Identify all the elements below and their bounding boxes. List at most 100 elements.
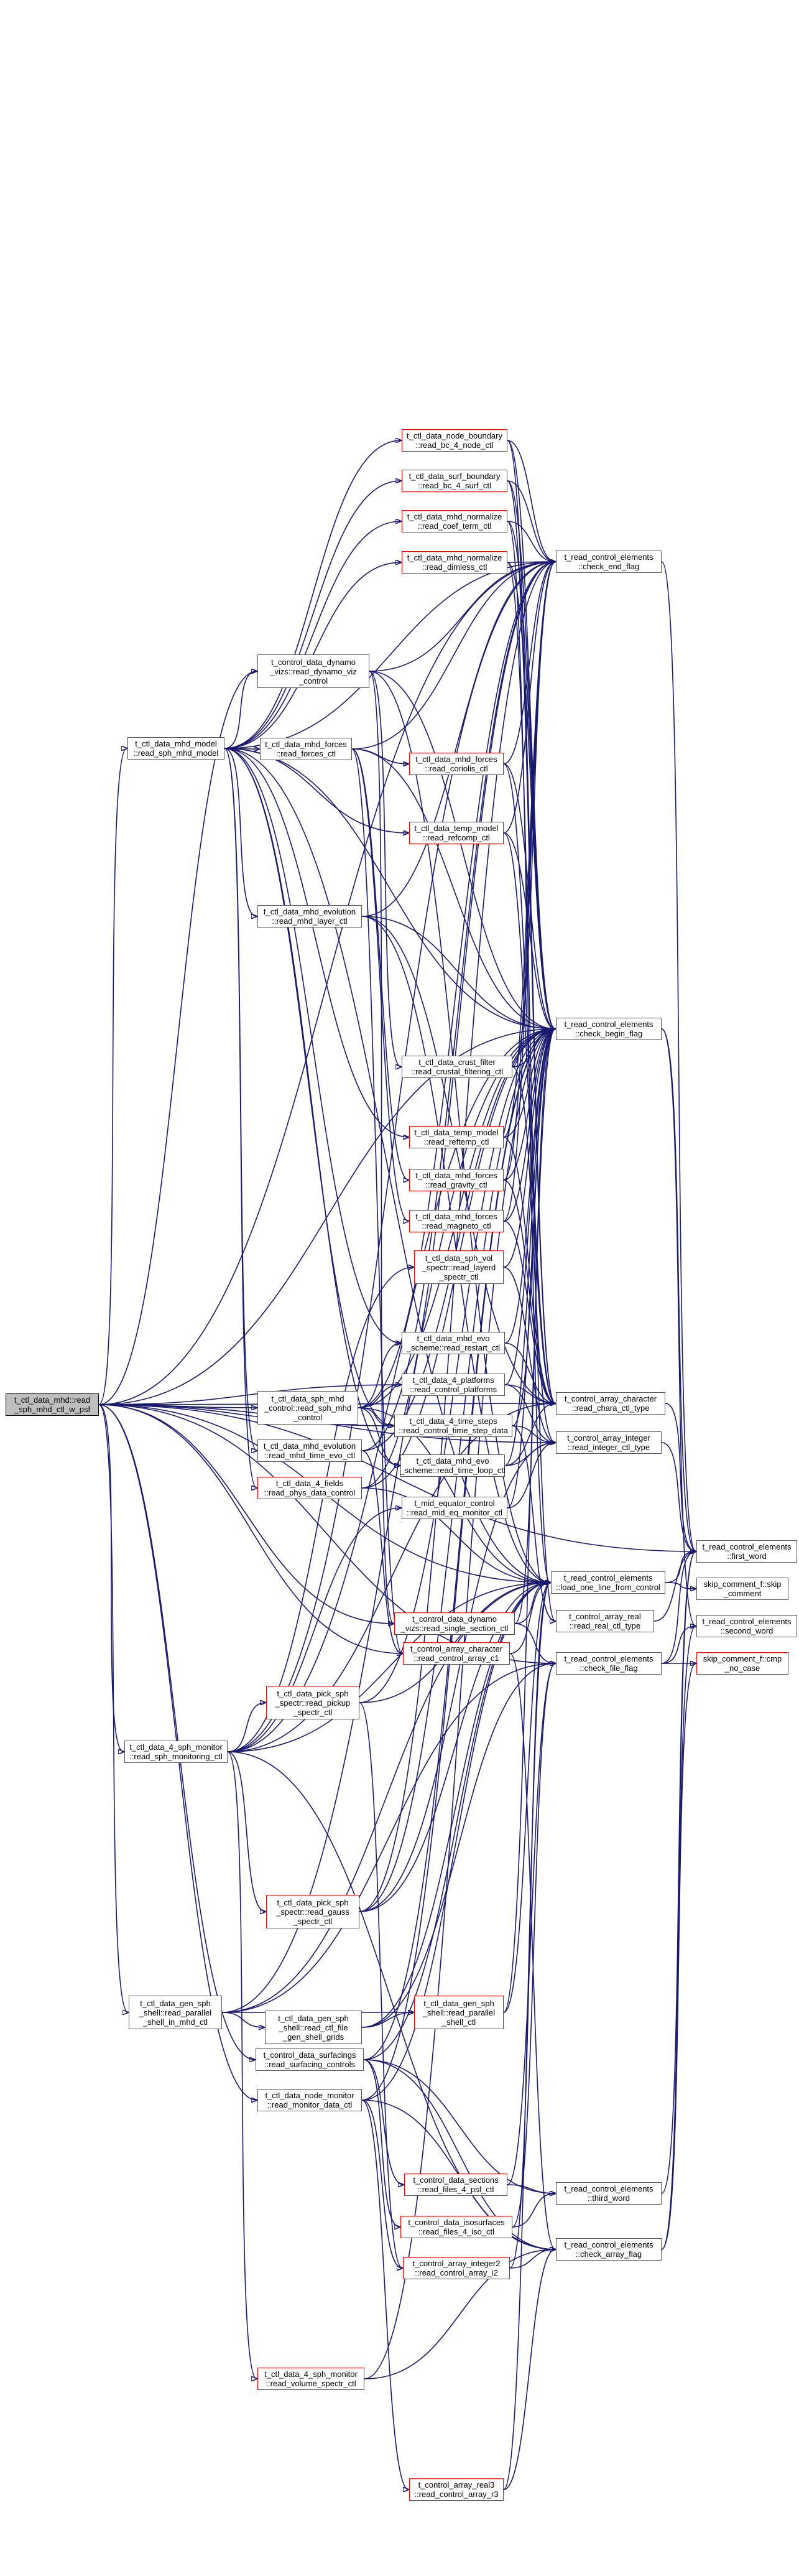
- node-integer-ctl[interactable]: t_control_array_integer::read_integer_ct…: [556, 1431, 662, 1454]
- node-third-word[interactable]: t_read_control_elements::third_word: [556, 2182, 662, 2205]
- node-label-line: t_ctl_data_mhd_forces: [415, 1212, 497, 1221]
- edge-platforms-to-integer-ctl: [504, 1384, 555, 1443]
- node-bc-4-surf[interactable]: t_ctl_data_surf_boundary::read_bc_4_surf…: [402, 470, 507, 492]
- node-label-line: t_ctl_data_mhd_normalize: [407, 553, 502, 562]
- node-skip-comment[interactable]: skip_comment_f::skip_comment: [696, 1578, 788, 1600]
- node-label-line: ::load_one_line_from_control: [556, 1583, 660, 1592]
- node-mid-eq-monitor[interactable]: t_mid_equator_control::read_mid_eq_monit…: [402, 1497, 507, 1519]
- node-label-line: skip_comment_f::cmp: [703, 1654, 782, 1663]
- node-surfacings[interactable]: t_control_data_surfacings::read_surfacin…: [256, 2048, 364, 2071]
- node-second-word[interactable]: t_read_control_elements::second_word: [696, 1615, 797, 1637]
- node-time-loop[interactable]: t_ctl_data_mhd_evo_scheme::read_time_loo…: [400, 1454, 506, 1477]
- node-magneto[interactable]: t_ctl_data_mhd_forces::read_magneto_ctl: [409, 1210, 504, 1232]
- edge-platforms-to-chara-ctl: [504, 1384, 555, 1403]
- node-label-line: _spectr::read_pickup: [275, 1698, 351, 1708]
- node-label-line: _control: [298, 676, 328, 686]
- node-sph-mhd-control[interactable]: t_ctl_data_sph_mhd_control::read_sph_mhd…: [257, 1391, 358, 1425]
- node-check-array-flag[interactable]: t_read_control_elements::check_array_fla…: [556, 2238, 662, 2261]
- node-restart[interactable]: t_ctl_data_mhd_evo_scheme::read_restart_…: [402, 1332, 505, 1354]
- node-first-word[interactable]: t_read_control_elements::first_word: [696, 1540, 797, 1563]
- node-label-line: t_ctl_data_mhd_forces: [415, 1171, 497, 1180]
- node-dynamo-viz[interactable]: t_control_data_dynamo_vizs::read_dynamo_…: [257, 654, 369, 688]
- node-node-monitor[interactable]: t_ctl_data_node_monitor::read_monitor_da…: [257, 2089, 362, 2111]
- node-bc-4-node[interactable]: t_ctl_data_node_boundary::read_bc_4_node…: [402, 429, 507, 452]
- node-root[interactable]: t_ctl_data_mhd::read_sph_mhd_ctl_w_psf: [6, 1393, 99, 1416]
- edge-root-to-dynamo-viz: [98, 671, 257, 1405]
- node-time-steps[interactable]: t_ctl_data_4_time_steps::read_control_ti…: [394, 1415, 512, 1437]
- node-check-begin-flag[interactable]: t_read_control_elements::check_begin_fla…: [556, 1018, 662, 1040]
- node-coef-term[interactable]: t_ctl_data_mhd_normalize::read_coef_term…: [402, 510, 507, 532]
- node-real-ctl[interactable]: t_control_array_real::read_real_ctl_type: [556, 1610, 654, 1632]
- edge-root-to-sph-monitor: [98, 1404, 124, 1752]
- edge-coef-term-to-check-end-flag: [507, 521, 555, 562]
- node-mhd-time-evo[interactable]: t_ctl_data_mhd_evolution::read_mhd_time_…: [257, 1439, 362, 1462]
- node-chara-ctl[interactable]: t_control_array_character::read_chara_ct…: [556, 1392, 665, 1415]
- edge-mhd-forces-read-to-coriolis: [351, 748, 409, 764]
- node-label-line: ::check_file_flag: [580, 1663, 638, 1673]
- node-label-line: ::read_control_array_r3: [414, 2490, 499, 2499]
- node-pick-sph-pickup[interactable]: t_ctl_data_pick_sph_spectr::read_pickup_…: [266, 1686, 359, 1719]
- node-reftemp[interactable]: t_ctl_data_temp_model::read_reftemp_ctl: [409, 1126, 504, 1148]
- node-label-line: ::read_reftemp_ctl: [423, 1137, 489, 1146]
- node-array-r3[interactable]: t_control_array_real3::read_control_arra…: [409, 2478, 504, 2501]
- node-gravity[interactable]: t_ctl_data_mhd_forces::read_gravity_ctl: [409, 1169, 504, 1191]
- edge-mhd-model-to-mhd-evolution-layer: [224, 748, 257, 916]
- edge-mhd-forces-read-to-array-c1: [351, 748, 402, 1653]
- node-label-line: t_mid_equator_control: [414, 1499, 495, 1508]
- node-gen-shell-grids[interactable]: t_ctl_data_gen_sph_shell::read_ctl_file_…: [265, 2011, 362, 2044]
- node-label-line: t_read_control_elements: [563, 1573, 653, 1583]
- node-label-line: t_ctl_data_temp_model: [414, 1128, 499, 1137]
- node-mhd-evolution-layer[interactable]: t_ctl_data_mhd_evolution::read_mhd_layer…: [257, 905, 362, 928]
- node-label-line: t_ctl_data_mhd_evo: [417, 1334, 490, 1343]
- node-layerd-spectr[interactable]: t_ctl_data_sph_vol_spectr::read_layerd_s…: [414, 1250, 504, 1284]
- node-crustal-filter[interactable]: t_ctl_data_crust_filter::read_crustal_fi…: [402, 1056, 512, 1078]
- edge-root-to-mhd-model: [98, 748, 127, 1405]
- edge-mhd-model-to-load-one-line: [224, 748, 550, 1583]
- edge-gravity-to-check-begin-flag: [503, 1029, 555, 1181]
- node-files-4-psf[interactable]: t_control_data_sections::read_files_4_ps…: [404, 2174, 507, 2196]
- node-label-line: ::read_volume_spectr_ctl: [266, 2379, 356, 2388]
- node-load-one-line[interactable]: t_read_control_elements::load_one_line_f…: [551, 1571, 665, 1594]
- node-pick-sph-gauss[interactable]: t_ctl_data_pick_sph_spectr::read_gauss_s…: [266, 1895, 359, 1928]
- node-label-line: t_ctl_data_mhd_evolution: [263, 1441, 356, 1451]
- node-files-4-iso[interactable]: t_control_data_isosurfaces::read_files_4…: [400, 2216, 512, 2238]
- node-fields[interactable]: t_ctl_data_4_fields::read_phys_data_cont…: [257, 1477, 362, 1499]
- node-cmp-no-case[interactable]: skip_comment_f::cmp_no_case: [696, 1652, 788, 1675]
- node-mhd-forces-read[interactable]: t_ctl_data_mhd_forces::read_forces_ctl: [260, 738, 352, 760]
- node-label-line: t_read_control_elements: [564, 1654, 654, 1663]
- node-array-i2[interactable]: t_control_array_integer2::read_control_a…: [403, 2257, 510, 2279]
- node-label-line: ::read_sph_monitoring_ctl: [129, 1752, 223, 1761]
- node-sph-monitor[interactable]: t_ctl_data_4_sph_monitor::read_sph_monit…: [124, 1741, 228, 1763]
- node-label-line: _vizs::read_single_section_ctl: [400, 1624, 509, 1633]
- node-mhd-model[interactable]: t_ctl_data_mhd_model::read_sph_mhd_model: [127, 737, 224, 760]
- node-label-line: ::read_forces_ctl: [275, 749, 336, 758]
- edge-gen-sph-shell-to-gen-shell-grids: [221, 2012, 264, 2027]
- node-gen-sph-shell[interactable]: t_ctl_data_gen_sph_shell::read_parallel_…: [129, 1996, 222, 2029]
- node-label-line: ::read_dimless_ctl: [422, 562, 487, 572]
- node-label-line: ::read_control_array_c1: [413, 1653, 499, 1663]
- node-check-file-flag[interactable]: t_read_control_elements::check_file_flag: [556, 1652, 662, 1675]
- node-dimless[interactable]: t_ctl_data_mhd_normalize::read_dimless_c…: [402, 551, 507, 574]
- edge-single-section-to-load-one-line: [514, 1583, 550, 1624]
- node-check-end-flag[interactable]: t_read_control_elements::check_end_flag: [556, 551, 662, 573]
- edge-parallel-shell-to-load-one-line: [503, 1583, 550, 2013]
- node-parallel-shell[interactable]: t_ctl_data_gen_sph_shell::read_parallel_…: [414, 1996, 504, 2029]
- edge-coriolis-to-check-end-flag: [503, 562, 555, 765]
- edge-mhd-model-to-dynamo-viz: [224, 671, 257, 749]
- edge-root-to-surfacings: [98, 1404, 255, 2060]
- node-label-line: t_ctl_data_mhd_evo: [416, 1456, 489, 1466]
- node-array-c1[interactable]: t_control_array_character::read_control_…: [403, 1642, 510, 1665]
- edge-mhd-model-to-reftemp: [224, 748, 409, 1137]
- node-platforms[interactable]: t_ctl_data_4_platforms::read_control_pla…: [402, 1374, 505, 1396]
- node-single-section[interactable]: t_control_data_dynamo_vizs::read_single_…: [394, 1612, 515, 1635]
- node-vol-spectr[interactable]: t_ctl_data_4_sph_monitor::read_volume_sp…: [257, 2368, 364, 2390]
- node-label-line: t_ctl_data_sph_vol: [425, 1253, 493, 1263]
- node-refcomp[interactable]: t_ctl_data_temp_model::read_refcomp_ctl: [409, 822, 504, 844]
- node-label-line: ::check_array_flag: [575, 2249, 642, 2259]
- edge-check-array-flag-to-second-word: [661, 1626, 696, 2250]
- edge-mhd-forces-read-to-check-end-flag: [351, 562, 555, 750]
- edge-real-ctl-to-first-word: [654, 1551, 696, 1622]
- node-coriolis[interactable]: t_ctl_data_mhd_forces::read_coriolis_ctl: [409, 753, 504, 775]
- edge-chara-ctl-to-first-word: [665, 1403, 696, 1551]
